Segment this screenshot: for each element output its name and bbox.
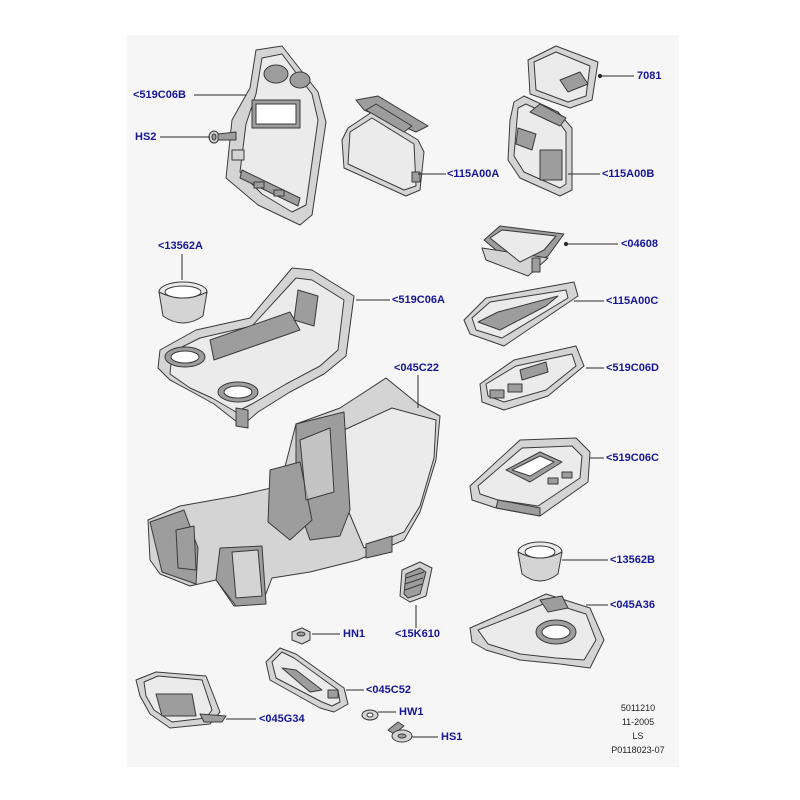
callout-045C22: <045C22 xyxy=(394,362,439,374)
callout-045C52: <045C52 xyxy=(366,684,411,696)
callout-15K610: <15K610 xyxy=(395,628,440,640)
ref-model: LS xyxy=(632,731,644,741)
part-519C06D xyxy=(479,345,585,411)
part-045C52 xyxy=(265,647,349,713)
callout-519C06C: <519C06C xyxy=(606,452,659,464)
callout-045G34: <045G34 xyxy=(259,713,305,725)
part-045G34 xyxy=(135,671,227,729)
part-519C06B xyxy=(225,45,327,226)
part-04608 xyxy=(481,225,565,277)
part-13562B xyxy=(517,541,563,582)
part-045A36 xyxy=(469,593,605,669)
callout-519C06D: <519C06D xyxy=(606,362,659,374)
callout-115A00A: <115A00A xyxy=(447,168,500,180)
callout-7081: 7081 xyxy=(637,70,662,82)
part-115A00A xyxy=(341,95,429,197)
part-HW1 xyxy=(361,709,379,721)
part-13562A xyxy=(158,281,208,324)
callout-HN1: HN1 xyxy=(343,628,366,640)
part-HN1 xyxy=(291,627,311,645)
part-519C06C xyxy=(469,437,591,517)
part-115A00C xyxy=(463,281,579,347)
callout-04608: <04608 xyxy=(621,238,659,250)
ref-code-2: P0118023-07 xyxy=(611,745,665,755)
callout-13562A: <13562A xyxy=(158,240,203,252)
callout-115A00C: <115A00C xyxy=(606,295,659,307)
ref-date: 11-2005 xyxy=(621,717,655,727)
callout-HS1: HS1 xyxy=(441,731,463,743)
callout-045A36: <045A36 xyxy=(610,599,655,611)
ref-code-1: 5011210 xyxy=(620,703,656,713)
leader-lines xyxy=(160,73,634,738)
callout-115A00B: <115A00B xyxy=(602,168,655,180)
part-HS2 xyxy=(208,130,237,144)
callout-13562B: <13562B xyxy=(610,554,655,566)
callout-519C06B: <519C06B xyxy=(133,89,186,101)
callout-HS2: HS2 xyxy=(135,131,157,143)
part-115A00B xyxy=(507,95,573,197)
part-15K610 xyxy=(399,561,433,603)
callout-519C06A: <519C06A xyxy=(392,294,445,306)
callout-HW1: HW1 xyxy=(399,706,424,718)
part-7081 xyxy=(527,45,599,109)
part-HS1 xyxy=(387,721,413,743)
part-045C22 xyxy=(147,377,441,607)
part-519C06A xyxy=(157,267,355,429)
